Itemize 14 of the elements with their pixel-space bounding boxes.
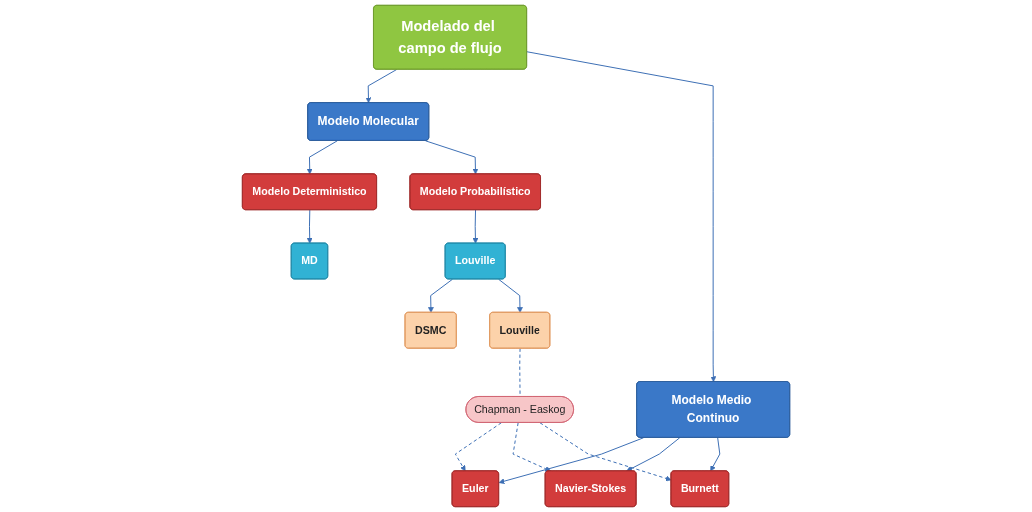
arrow [365,69,397,104]
arrow [306,140,338,175]
arrow [454,422,502,472]
arrow [526,51,717,383]
arrow [425,140,479,175]
arrow [512,422,551,472]
arrow [498,278,523,313]
arrow [427,278,453,313]
arrow [472,209,479,244]
arrow [539,422,672,482]
arrow [498,437,644,485]
arrow [626,437,681,472]
arrow [710,437,721,472]
arrow [306,209,313,244]
